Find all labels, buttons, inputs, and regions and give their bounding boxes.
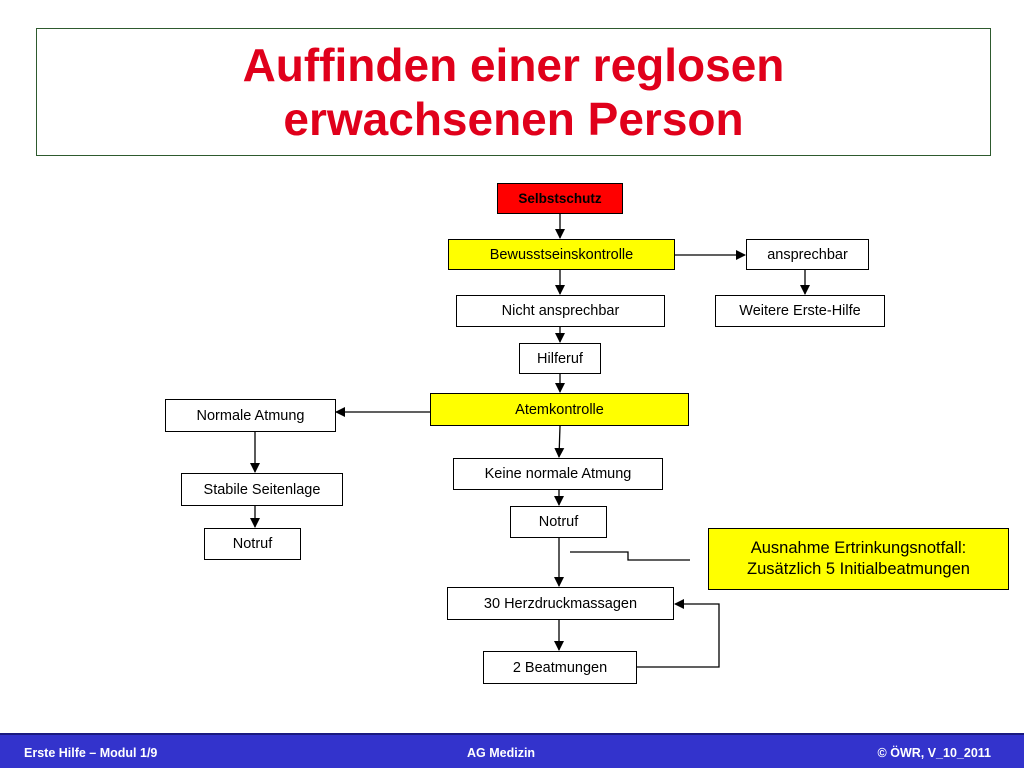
- node-selbstschutz: Selbstschutz: [497, 183, 623, 214]
- node-keine-normale-atmung: Keine normale Atmung: [453, 458, 663, 490]
- node-atemkontrolle: Atemkontrolle: [430, 393, 689, 426]
- title-box: Auffinden einer reglosen erwachsenen Per…: [36, 28, 991, 156]
- note-line-2: Zusätzlich 5 Initialbeatmungen: [747, 560, 970, 578]
- note-line-1: Ausnahme Ertrinkungsnotfall:: [750, 539, 967, 557]
- ertrinkungsnotfall-note: Ausnahme Ertrinkungsnotfall: Zusätzlich …: [708, 528, 1009, 590]
- node-hilferuf: Hilferuf: [519, 343, 601, 374]
- node-bewusstseinskontrolle: Bewusstseinskontrolle: [448, 239, 675, 270]
- footer-center-text: AG Medizin: [467, 746, 536, 760]
- node-notruf-center: Notruf: [510, 506, 607, 538]
- node-ansprechbar: ansprechbar: [746, 239, 869, 270]
- footer-right-text: © ÖWR, V_10_2011: [877, 746, 991, 760]
- note-connector-line: [570, 551, 690, 561]
- arrow-atemkontrolle-to-keine-normale: [554, 425, 565, 458]
- footer-bar: Erste Hilfe – Modul 1/9 AG Medizin © ÖWR…: [0, 733, 1024, 768]
- page-title-line-1: Auffinden einer reglosen: [242, 39, 785, 91]
- node-stabile-seitenlage: Stabile Seitenlage: [181, 473, 343, 506]
- node-herzdruckmassagen: 30 Herzdruckmassagen: [447, 587, 674, 620]
- footer-left-text: Erste Hilfe – Modul 1/9: [24, 746, 158, 760]
- page-title-line-2: erwachsenen Person: [283, 93, 744, 145]
- loop-beatmungen-to-herzdruck: [637, 599, 720, 668]
- node-weitere-erste-hilfe: Weitere Erste-Hilfe: [715, 295, 885, 327]
- node-beatmungen: 2 Beatmungen: [483, 651, 637, 684]
- node-notruf-left: Notruf: [204, 528, 301, 560]
- node-nicht-ansprechbar: Nicht ansprechbar: [456, 295, 665, 327]
- node-normale-atmung: Normale Atmung: [165, 399, 336, 432]
